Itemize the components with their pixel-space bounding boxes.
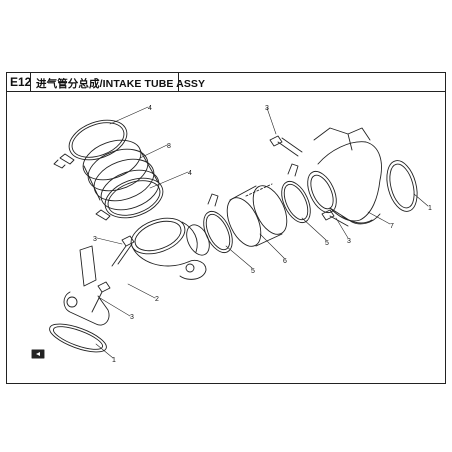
part-oring-left xyxy=(49,323,107,353)
callout-1: 4 xyxy=(148,105,152,112)
diagram-title: 进气管分总成/INTAKE TUBE ASSY xyxy=(36,78,206,90)
part-coupler-sleeve xyxy=(226,183,288,247)
callout-6: 2 xyxy=(155,296,159,303)
callout-4: 3 xyxy=(265,105,269,112)
title-bar: E12 进气管分总成/INTAKE TUBE ASSY xyxy=(6,72,446,92)
callout-9: 5 xyxy=(251,268,255,275)
callout-14: 1 xyxy=(428,205,432,212)
callout-5: 3 xyxy=(93,236,97,243)
title-divider-end xyxy=(178,72,180,92)
part-rubber-boot xyxy=(82,139,160,211)
part-intake-flange xyxy=(63,245,110,326)
part-throttle-body xyxy=(307,127,382,225)
title-divider xyxy=(30,72,32,92)
callout-12: 3 xyxy=(347,238,351,245)
callout-11: 5 xyxy=(325,240,329,247)
callout-3: 4 xyxy=(188,170,192,177)
diagram-frame xyxy=(6,72,446,384)
leader-lines xyxy=(95,106,429,359)
callout-2: 8 xyxy=(167,143,171,150)
part-elbow-tube xyxy=(130,217,210,280)
callout-labels: 4 8 4 3 3 2 3 1 5 6 5 3 7 1 xyxy=(93,105,432,364)
part-bolts xyxy=(91,135,349,313)
callout-13: 7 xyxy=(390,223,394,230)
part-clamp-lower xyxy=(95,177,164,221)
callout-10: 6 xyxy=(283,258,287,265)
diagram-code: E12 xyxy=(10,75,32,89)
part-clamp-top xyxy=(53,119,128,169)
direction-emblem xyxy=(31,349,45,359)
callout-7: 3 xyxy=(130,314,134,321)
part-clamp-middle xyxy=(203,193,233,254)
callout-8: 1 xyxy=(112,357,116,364)
part-oring-right xyxy=(386,160,418,212)
part-clamp-right xyxy=(281,163,311,224)
